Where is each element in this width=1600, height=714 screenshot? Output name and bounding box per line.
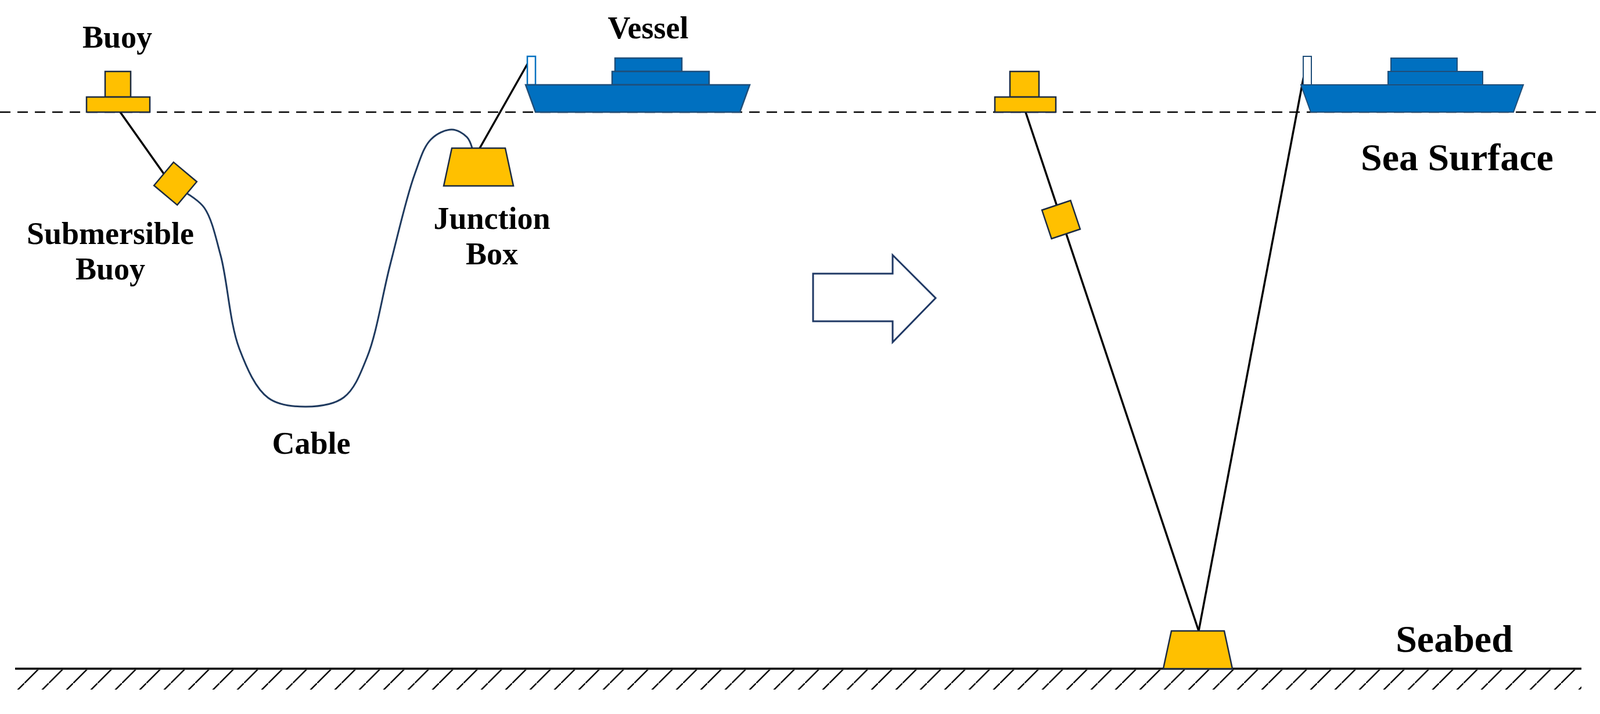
vessel-line — [1198, 57, 1308, 631]
submersible-buoy-body — [153, 162, 197, 206]
node-label: Vessel — [607, 10, 689, 46]
edge-label: Cable — [272, 425, 351, 462]
vessel-deckhouse — [1388, 71, 1483, 85]
tether-line — [479, 56, 532, 149]
vessel-bridge — [615, 58, 682, 72]
vessel-mast — [527, 56, 536, 85]
node-label: Buoy — [82, 19, 153, 56]
region-label: Sea Surface — [1360, 135, 1554, 180]
vessel-hull — [1300, 84, 1524, 113]
transition-arrow — [813, 254, 936, 343]
seabed-line — [15, 667, 1582, 670]
vessel-bridge — [1390, 58, 1458, 72]
node-label: Submersible Buoy — [17, 216, 204, 287]
vessel-mast — [1303, 56, 1312, 85]
buoy-base — [994, 96, 1056, 113]
region-label: Seabed — [1395, 617, 1513, 661]
vessel-deckhouse — [612, 71, 710, 85]
buoy-top — [105, 71, 131, 97]
vessel-hull — [525, 84, 750, 113]
seabed-junction-box — [1163, 630, 1233, 669]
buoy-node: Buoy — [79, 17, 156, 113]
submersible-buoy-node: Submersible Buoy — [15, 162, 206, 290]
junction-box-body — [443, 148, 514, 186]
node-label: Junction Box — [422, 200, 562, 272]
junction-box-node: Junction Box — [419, 148, 564, 275]
vessel-node: Vessel — [525, 8, 750, 113]
buoy-top — [1009, 71, 1039, 97]
tether-line — [120, 112, 164, 174]
seabed-hatching — [15, 669, 1582, 690]
submersible-buoy — [1041, 200, 1081, 239]
buoy-base — [86, 96, 150, 113]
mooring-line — [1025, 112, 1199, 631]
cable — [187, 129, 473, 407]
